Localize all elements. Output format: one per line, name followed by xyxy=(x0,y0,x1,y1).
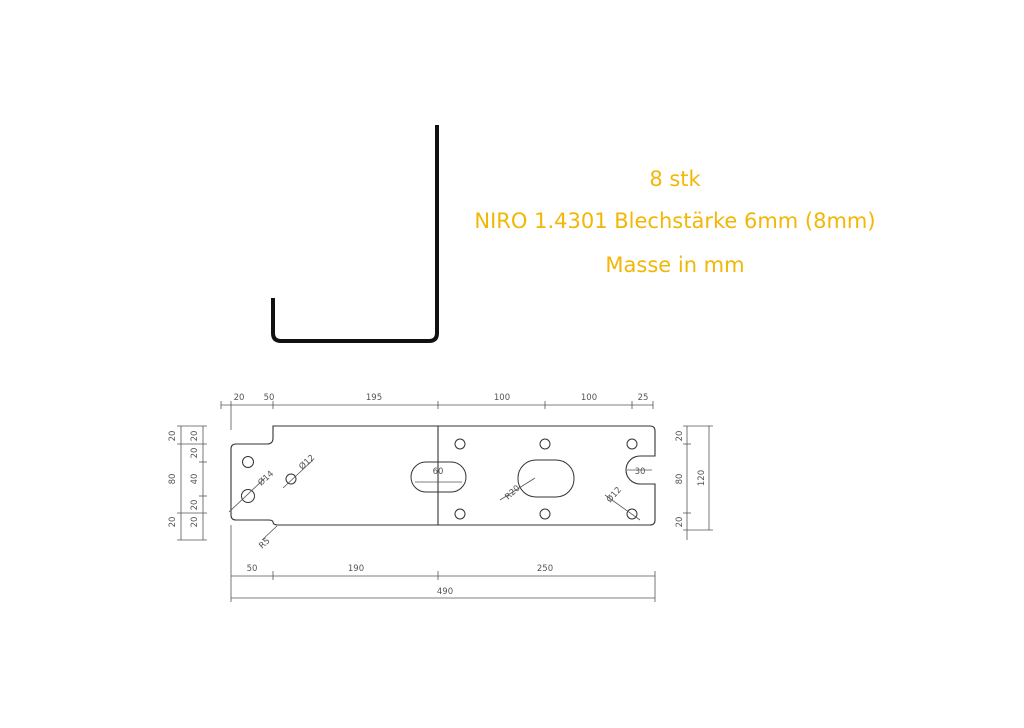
dim-right-inner-1: 80 xyxy=(675,474,685,485)
dim-left-inner-2: 40 xyxy=(190,474,200,485)
dim-left-inner-0: 20 xyxy=(190,431,200,442)
units-note: Masse in mm xyxy=(605,253,745,277)
dim-top-4: 100 xyxy=(581,393,597,403)
label-slot-width: 60 xyxy=(433,467,444,477)
dim-right-outer: 120 xyxy=(697,470,707,486)
dim-top-3: 100 xyxy=(494,393,510,403)
leader xyxy=(604,494,641,521)
dim-overall: 490 xyxy=(437,587,453,597)
label-hole-d12-left: Ø12 xyxy=(297,452,317,472)
dim-left-outer-1: 80 xyxy=(168,474,178,485)
dim-left-inner-3: 20 xyxy=(190,500,200,511)
label-hole-d14: Ø14 xyxy=(256,468,276,488)
flat-pattern-outline xyxy=(230,425,656,526)
leader xyxy=(282,459,314,489)
label-hole-d12-right: Ø12 xyxy=(604,485,624,505)
leader xyxy=(499,477,536,501)
dim-left-outer-0: 20 xyxy=(168,431,178,442)
dim-ticks-right xyxy=(683,425,713,531)
dim-ticks-bottom xyxy=(230,525,656,602)
label-notch-width: 30 xyxy=(635,467,646,477)
hole xyxy=(454,508,466,520)
dim-ticks-left xyxy=(177,425,207,541)
slot-60 xyxy=(410,461,467,493)
dim-left-outer-2: 20 xyxy=(168,517,178,528)
dim-ticks-top xyxy=(220,401,654,430)
hole-tab-top xyxy=(242,456,254,468)
dim-left-inner-4: 20 xyxy=(190,517,200,528)
hole xyxy=(539,438,551,450)
hole xyxy=(626,438,638,450)
dim-top-0: 20 xyxy=(234,393,245,403)
dim-right-inner-2: 20 xyxy=(675,517,685,528)
material-note: NIRO 1.4301 Blechstärke 6mm (8mm) xyxy=(474,209,876,233)
quantity-note: 8 stk xyxy=(649,167,701,191)
dim-bottom-2: 250 xyxy=(537,564,553,574)
dim-right-inner-0: 20 xyxy=(675,431,685,442)
slot-r20 xyxy=(517,459,575,498)
hole xyxy=(454,438,466,450)
hole-d12-left xyxy=(285,473,297,485)
dim-top-2: 195 xyxy=(366,393,382,403)
label-corner-radius: R5 xyxy=(257,536,272,551)
dim-left-inner-1: 20 xyxy=(190,448,200,459)
hole xyxy=(539,508,551,520)
hole-d12-right xyxy=(626,508,638,520)
dim-top-5: 25 xyxy=(638,393,649,403)
bent-profile xyxy=(271,125,439,343)
dim-bottom-1: 190 xyxy=(348,564,364,574)
hole-d14 xyxy=(241,489,255,503)
dim-bottom-0: 50 xyxy=(247,564,258,574)
leader xyxy=(261,525,278,541)
leader xyxy=(228,477,266,513)
dim-top-1: 50 xyxy=(264,393,275,403)
